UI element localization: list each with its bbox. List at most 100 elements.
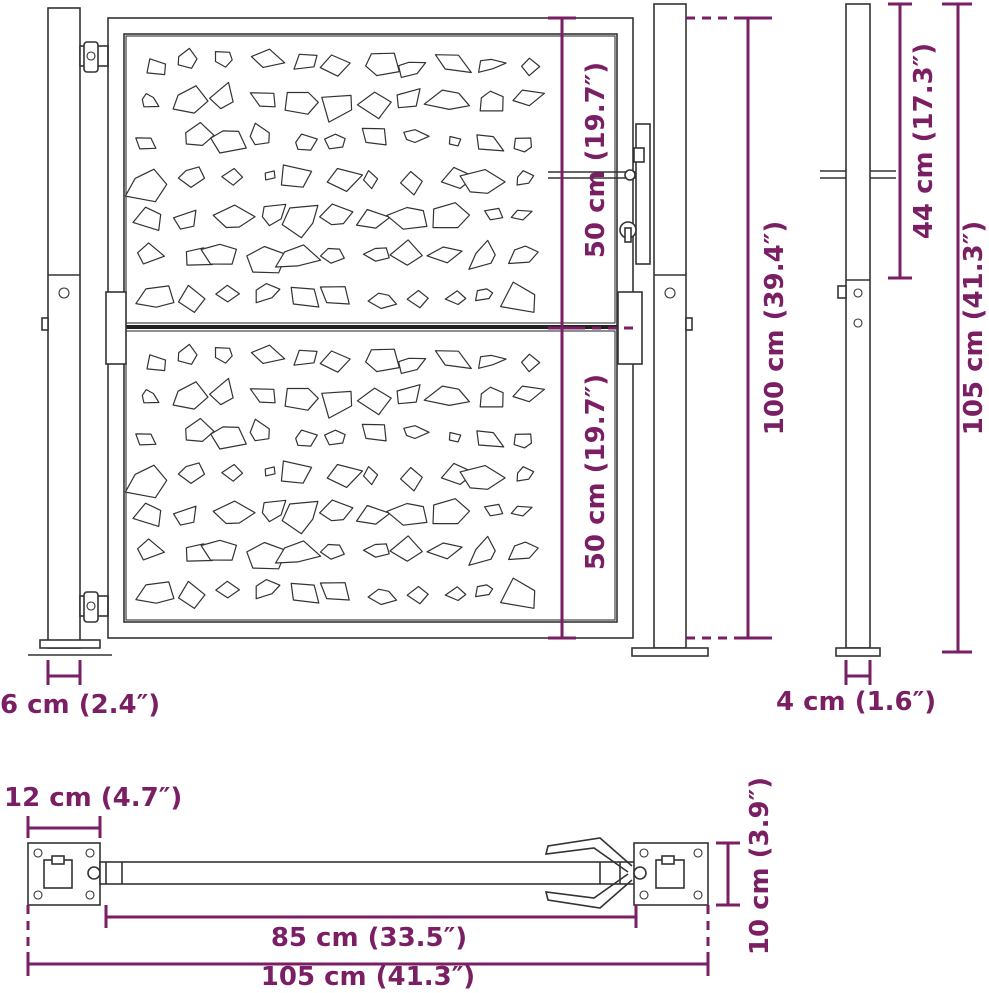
leaf-cutout [275, 540, 322, 564]
left-post [28, 7, 112, 656]
leaf-cutout [476, 134, 505, 152]
leaf-cutout [400, 466, 423, 492]
leaf-cutout [444, 586, 467, 602]
leaf-cutout [177, 47, 198, 69]
leaf-cutout [396, 384, 421, 405]
leaf-cutout [459, 465, 506, 490]
leaf-cutout [209, 377, 234, 406]
leaf-cutout [264, 466, 276, 477]
leaf-cutout [356, 387, 392, 416]
front-view: 50 cm (19.7″) 50 cm (19.7″) 100 cm (39.4… [0, 3, 790, 720]
post-height-label: 105 cm (41.3″) [959, 221, 989, 435]
leaf-cutout [172, 209, 197, 230]
leaf-cutout [210, 426, 247, 450]
leaf-cutout [396, 88, 421, 109]
leaf-cutout [513, 137, 532, 153]
leaf-cutout [326, 463, 364, 488]
leaf-cutout [403, 425, 430, 440]
leaf-cutout [406, 289, 429, 309]
leaf-cutout [185, 121, 215, 146]
top-view: 12 cm (4.7″) 10 cm (3.9″) 85 cm (33.5″) … [4, 777, 775, 992]
leaf-cutout [177, 580, 206, 609]
leaf-cutout [476, 430, 505, 448]
leaf-cutout [478, 354, 507, 369]
leaf-cutout [200, 539, 237, 561]
leaf-cutout [508, 245, 539, 265]
leaf-cutout [319, 286, 350, 305]
leaf-cutout [214, 347, 233, 364]
leaf-cutout [172, 505, 197, 526]
leaf-cutout [209, 81, 234, 110]
side-post-width-label: 4 cm (1.6″) [776, 687, 936, 717]
leaf-cutout [146, 354, 167, 372]
leaf-cutout [290, 582, 320, 604]
leaf-cutout [423, 385, 470, 406]
leaf-cutout [468, 535, 496, 566]
leaf-cutout [326, 167, 364, 192]
leaf-cutout [367, 292, 398, 310]
leaf-cutout [281, 204, 319, 239]
leaf-cutout [185, 417, 215, 442]
leaf-cutout [448, 135, 462, 147]
leaf-cutout [432, 202, 471, 229]
leaf-cutout [290, 286, 320, 308]
leaf-cutout [513, 433, 532, 449]
leaf-cutout [479, 90, 504, 112]
leaf-cutout [361, 127, 387, 146]
leaf-cutout [355, 208, 391, 229]
leaf-cutout [321, 94, 353, 123]
leaf-cutout [432, 498, 471, 525]
leaf-cutout [319, 582, 350, 601]
leaf-cutout [135, 137, 157, 150]
leaf-cutout [135, 433, 157, 446]
right-base-plate [633, 842, 709, 906]
hinge-top [79, 41, 109, 73]
leaf-cutout [500, 281, 536, 313]
gate-height-label: 100 cm (39.4″) [760, 221, 790, 435]
latch-handles [544, 837, 633, 909]
leaf-cutout [261, 203, 287, 227]
leaf-cutout [389, 239, 423, 266]
leaf-cutout [172, 85, 209, 114]
leaf-cutout [398, 357, 427, 374]
side-view: 44 cm (17.3″) 105 cm (41.3″) 4 cm (1.6″) [776, 2, 989, 717]
leaf-cutout [249, 92, 276, 108]
leaf-cutout [510, 505, 533, 517]
leaf-cutout [293, 349, 318, 366]
leaf-cutout [200, 243, 237, 265]
leaf-cutout [255, 283, 281, 304]
leaf-cutout [516, 170, 535, 186]
leaf-cutout [212, 500, 256, 525]
leaf-cutout [324, 429, 346, 446]
leaf-cutout [475, 288, 494, 302]
leaf-cutout [434, 54, 472, 74]
leaf-cutout [135, 581, 175, 604]
leaf-cutout [365, 348, 400, 373]
leaf-cutout [132, 502, 162, 527]
lower-panel-height-label: 50 cm (19.7″) [581, 374, 611, 570]
leaf-cutout [362, 247, 390, 262]
leaf-cutout [324, 133, 346, 150]
upper-decorative-panel [124, 35, 616, 324]
gate-width-label: 85 cm (33.5″) [271, 923, 467, 953]
leaf-cutout [484, 503, 504, 517]
leaf-cutout [319, 350, 351, 373]
leaf-cutout [361, 423, 387, 442]
leaf-cutout [389, 535, 423, 562]
side-top-height-label: 44 cm (17.3″) [909, 43, 939, 239]
leaf-cutout [448, 431, 462, 443]
leaf-cutout [141, 93, 160, 108]
leaf-cutout [426, 542, 463, 560]
leaf-cutout [355, 504, 391, 525]
leaf-cutout [512, 89, 545, 107]
leaf-cutout [137, 538, 165, 561]
leaf-cutout [124, 168, 168, 203]
leaf-cutout [284, 91, 319, 115]
leaf-cutout [468, 239, 496, 270]
leaf-cutout [249, 388, 276, 404]
middle-bracket-left [105, 291, 127, 365]
leaf-cutout [444, 290, 467, 306]
leaf-cutout [406, 585, 429, 605]
gate-top-bar [99, 861, 641, 885]
